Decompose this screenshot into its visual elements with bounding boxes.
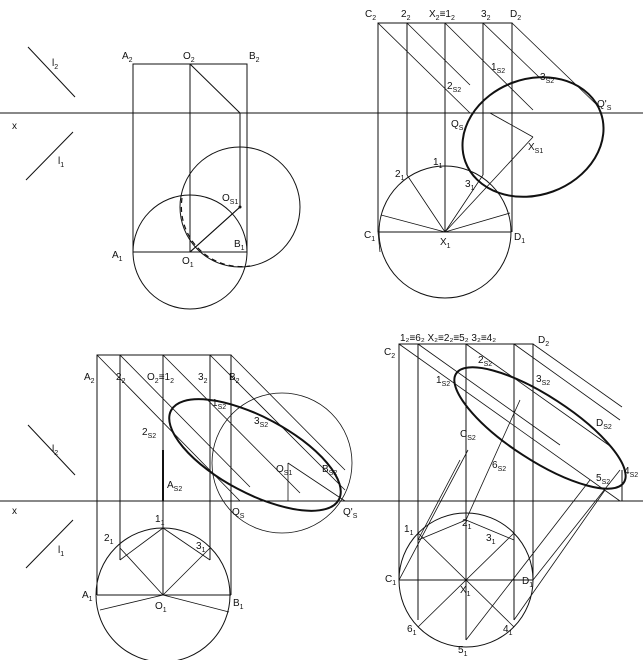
label-B2-b: B2: [229, 372, 240, 385]
label-6-1-p4: 61: [407, 624, 417, 637]
label-D1: D1: [514, 232, 525, 245]
label-DS2: DS2: [596, 418, 612, 431]
panel-1: [0, 46, 643, 310]
label-C1: C1: [364, 230, 375, 243]
label-A2: A2: [122, 51, 133, 64]
label-2-1-p4: 21: [462, 518, 472, 531]
label-1-1: 11: [433, 157, 443, 170]
label-A1-b: A1: [82, 590, 93, 603]
label-1S2-p4: 1S2: [436, 375, 450, 388]
label-D2-p4: D2: [538, 335, 549, 348]
label-X1: X1: [440, 237, 451, 250]
label-3S2-p4: 3S2: [536, 374, 550, 387]
label-x-2: x: [12, 506, 17, 517]
label-3S2: 3S2: [540, 72, 554, 85]
label-1-1-p4: 11: [404, 524, 414, 537]
label-3S2-b: 3S2: [254, 416, 268, 429]
panel-4: [398, 343, 627, 648]
label-O1-b: O1: [155, 601, 167, 614]
label-3-1: 31: [465, 179, 475, 192]
panel-2: [377, 22, 605, 299]
label-2S2: 2S2: [447, 81, 461, 94]
label-AS2: AS2: [167, 480, 182, 493]
label-OS1-b: OS1: [276, 464, 292, 477]
label-3-1-b: 31: [196, 541, 206, 554]
label-O1: O1: [182, 256, 194, 269]
label-BS2: BS2: [322, 464, 337, 477]
label-l1-b: l1: [58, 545, 64, 558]
label-1-1-b: 11: [155, 514, 165, 527]
label-C2-p4: C2: [384, 347, 395, 360]
label-1S2-b: 1S2: [212, 398, 226, 411]
direction-line-l1: [25, 131, 74, 181]
label-3-1-p4: 31: [486, 533, 496, 546]
label-2-2: 22: [401, 9, 411, 22]
label-X1-p4: X1: [460, 585, 471, 598]
label-O2: O2: [183, 51, 195, 64]
label-QpS: Q'S: [597, 99, 612, 112]
label-top-row-p4: 1₂≡6₂ X₂≡2₂≡5₂ 3₂≡4₂: [400, 333, 496, 344]
thin-outline-circle: [211, 392, 353, 534]
label-O2-eq-12: O2≡12: [147, 372, 174, 385]
label-B1: B1: [234, 239, 245, 252]
label-X2-eq-12: X2≡12: [429, 9, 455, 22]
label-2-2-b: 22: [116, 372, 126, 385]
panel-3: [0, 354, 643, 660]
label-2S2-b: 2S2: [142, 427, 156, 440]
label-D2: D2: [510, 9, 521, 22]
label-5-1-p4: 51: [458, 645, 468, 658]
label-D1-p4: D1: [522, 576, 533, 589]
label-3-2-b: 32: [198, 372, 208, 385]
label-1S2: 1S2: [491, 62, 505, 75]
label-2-1: 21: [395, 169, 405, 182]
label-6S2: 6S2: [492, 460, 506, 473]
shadow-ellipse-hatched: [168, 398, 342, 512]
label-l2-b: l2: [52, 444, 58, 457]
label-QpS-b: Q'S: [343, 507, 358, 520]
label-A2-b: A2: [84, 372, 95, 385]
label-l2: l2: [52, 58, 58, 71]
direction-line-l2: [27, 46, 76, 98]
shadow-ellipse-hatched: [461, 76, 605, 198]
label-QS-b: QS: [232, 507, 245, 520]
label-B1-b: B1: [233, 598, 244, 611]
direction-line-l2: [27, 424, 76, 476]
label-2S2-p4: 2S2: [478, 355, 492, 368]
label-4-1-p4: 41: [503, 624, 513, 637]
label-4S2: 4S2: [624, 466, 638, 479]
shadow-ellipse-hatched: [453, 366, 627, 490]
label-3-2: 32: [481, 9, 491, 22]
label-C1-p4: C1: [385, 574, 396, 587]
hidden-arc: [180, 197, 251, 268]
label-B2: B2: [249, 51, 260, 64]
direction-line-l1: [25, 519, 74, 569]
label-QS: QS: [451, 119, 464, 132]
label-CS2: CS2: [460, 429, 476, 442]
label-C2: C2: [365, 9, 376, 22]
labels: x x l2 l1 l2 l1 A2 O2 B2 OS1 B1 A1 O1 C2…: [12, 9, 638, 658]
label-l1: l1: [58, 156, 64, 169]
label-5S2: 5S2: [596, 473, 610, 486]
label-x: x: [12, 121, 17, 132]
label-XS1: XS1: [528, 142, 543, 155]
label-OS1: OS1: [222, 193, 238, 206]
label-2-1-b: 21: [104, 533, 114, 546]
label-A1: A1: [112, 250, 123, 263]
